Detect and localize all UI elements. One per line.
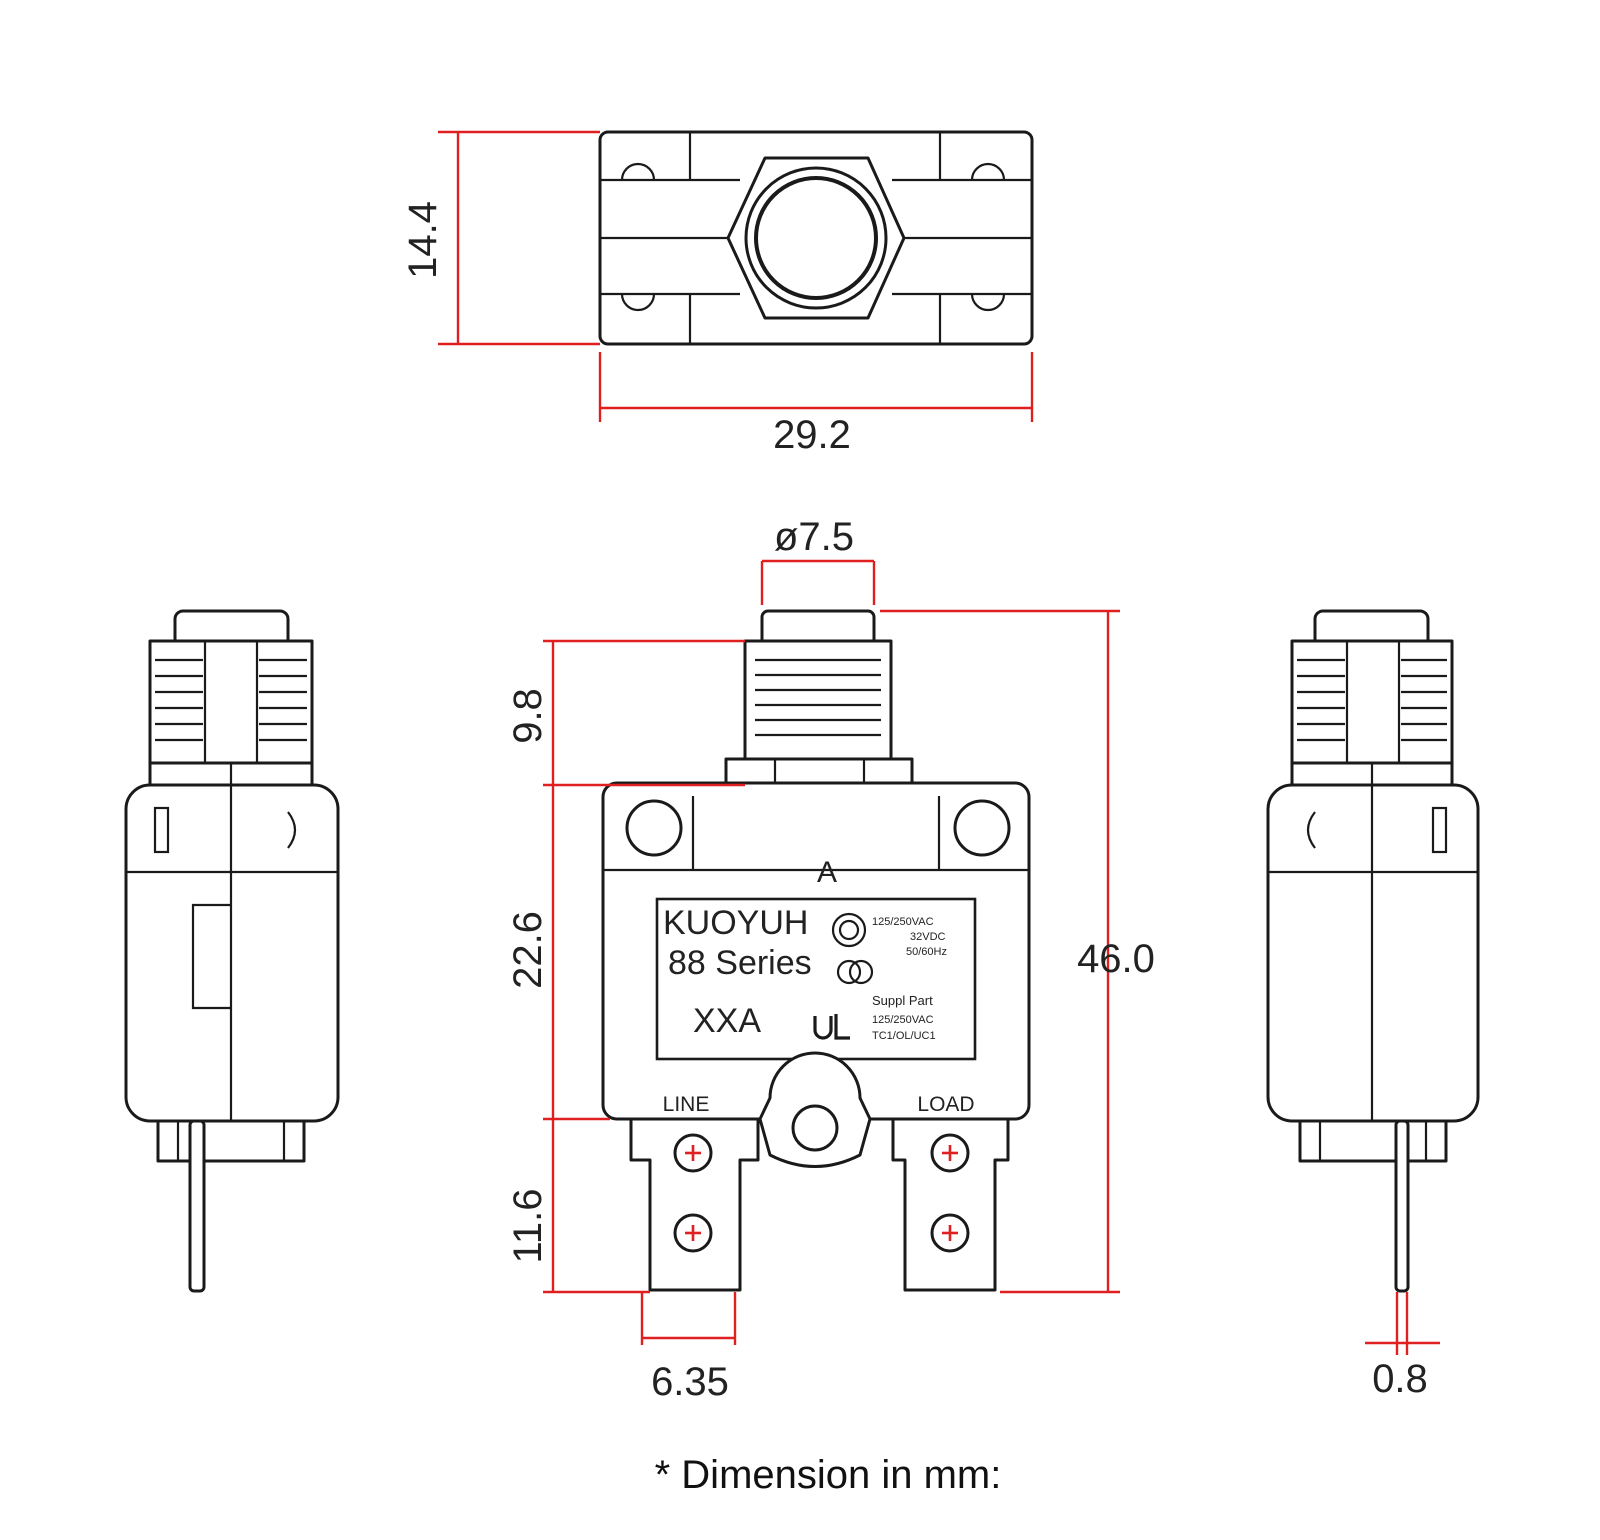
cert-mark-2 [836, 959, 874, 985]
button-top [744, 166, 888, 310]
dimension-footnote: * Dimension in mm: [655, 1453, 1002, 1497]
supp-line-2: 125/250VAC [872, 1014, 934, 1026]
brand-text: KUOYUH [663, 904, 808, 942]
spec-line-1: 125/250VAC [872, 916, 934, 928]
right-side-view [1266, 609, 1480, 1293]
dim-top-height: 14.4 [401, 201, 445, 279]
top-dims [438, 130, 1034, 422]
ul-mark [813, 1014, 850, 1040]
dim-overall-height: 46.0 [1077, 937, 1155, 981]
line-terminal [629, 1117, 760, 1292]
spec-line-3: 50/60Hz [906, 946, 947, 958]
marker-a: A [817, 856, 837, 889]
rating-text: XXA [693, 1002, 761, 1040]
dim-body-height: 22.6 [506, 911, 550, 989]
front-view [601, 609, 1031, 1292]
dim-terminal-thickness: 0.8 [1372, 1357, 1428, 1401]
spec-line-2: 32VDC [910, 931, 946, 943]
load-terminal [891, 1117, 1010, 1292]
supp-line-1: Suppl Part [872, 993, 933, 1008]
thickness-dims [1365, 1292, 1440, 1355]
series-text: 88 Series [668, 944, 812, 982]
left-side-view [124, 609, 340, 1293]
dim-top-width: 29.2 [773, 413, 851, 457]
dim-terminal-height: 11.6 [506, 1189, 550, 1264]
dim-terminal-width: 6.35 [651, 1360, 729, 1404]
cert-mark-1 [831, 912, 867, 948]
dim-button-diameter: ø7.5 [774, 515, 854, 559]
load-label: LOAD [917, 1093, 974, 1116]
supp-line-3: TC1/OL/UC1 [872, 1030, 936, 1042]
dim-button-height: 9.8 [506, 688, 550, 744]
front-dims [543, 559, 1120, 1345]
top-view [598, 130, 1034, 346]
line-label: LINE [663, 1093, 710, 1116]
